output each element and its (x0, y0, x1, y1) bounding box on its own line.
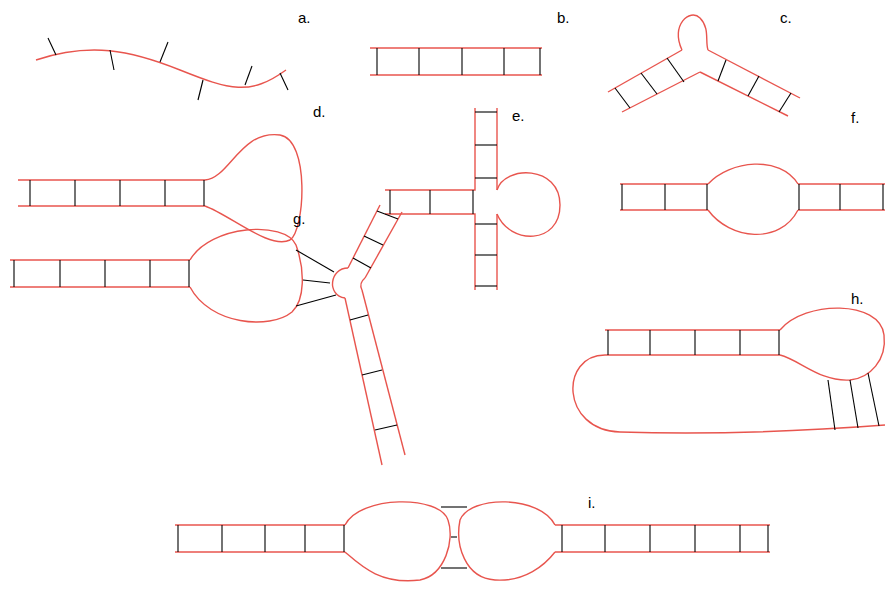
kissing-loops (175, 502, 770, 581)
bulge-loop (608, 15, 800, 116)
panel-letter: h. (851, 291, 864, 306)
panel-letter: a. (298, 10, 311, 25)
panel-letter: f. (851, 110, 859, 125)
panel-letter: d. (313, 104, 326, 119)
pseudoknot (573, 308, 885, 433)
internal-loop (620, 164, 885, 234)
panel-letter: c. (780, 10, 792, 25)
junction-loop (385, 108, 560, 290)
panel-letter: e. (512, 108, 525, 123)
double-strand (370, 48, 542, 75)
single-strand (36, 38, 288, 100)
hairpin-loop (18, 135, 302, 242)
panel-letter: b. (557, 10, 570, 25)
panel-letter: i. (588, 495, 596, 510)
panel-letter: g. (293, 211, 306, 226)
branched-loop (10, 205, 405, 465)
